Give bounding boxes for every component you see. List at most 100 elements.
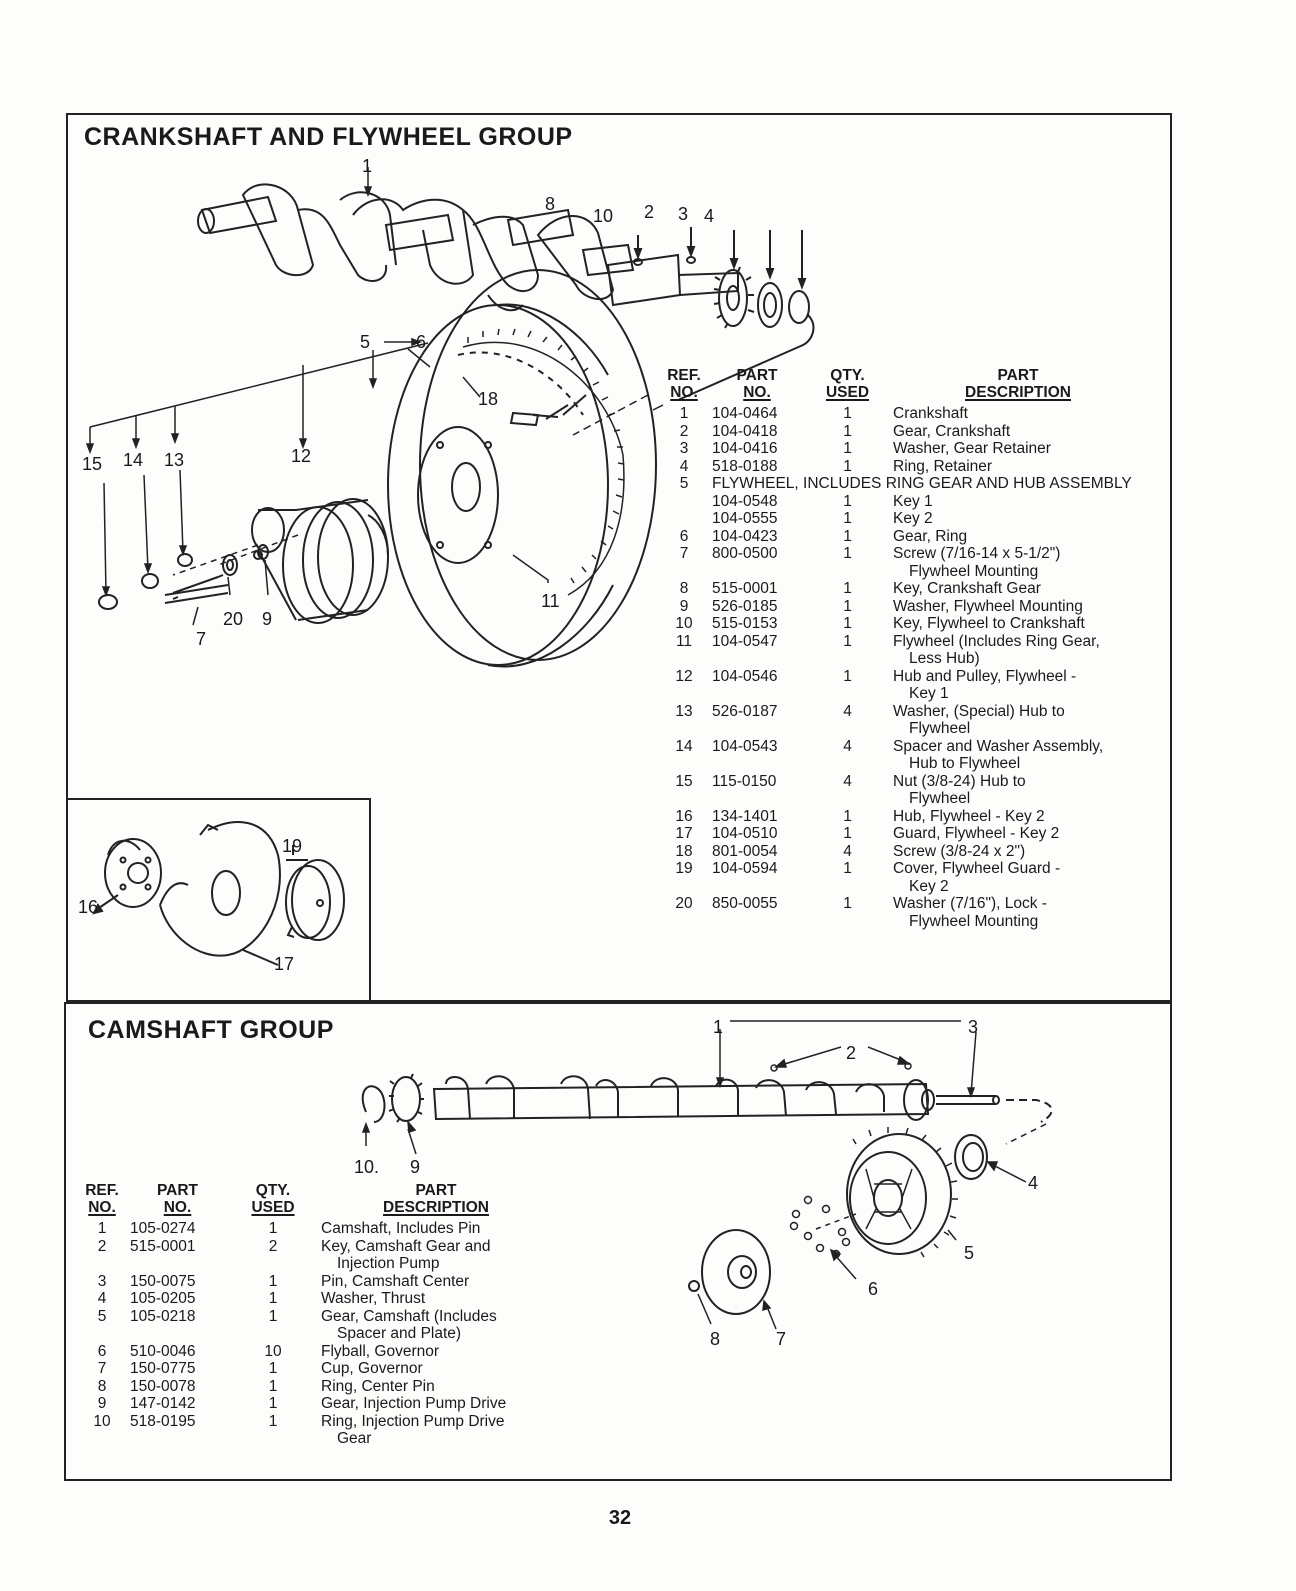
- description-line: Flywheel: [909, 790, 971, 807]
- part-no-cell: 515-0153: [712, 615, 778, 632]
- crankshaft-flywheel-panel: CRANKSHAFT AND FLYWHEEL GROUP: [66, 113, 1172, 1003]
- description-line: Flywheel Mounting: [909, 562, 1039, 580]
- header-qty: QTY.USED: [825, 367, 870, 401]
- cam-callout-5: 5: [964, 1243, 975, 1263]
- part-no-cell: 800-0500: [712, 545, 778, 562]
- qty-cell: 1: [843, 597, 852, 615]
- description-cell: Gear, Ring: [889, 528, 1147, 546]
- cam-callout-7: 7: [776, 1329, 787, 1349]
- cam-callout-2: 2: [846, 1043, 857, 1063]
- callout-11: 11: [541, 591, 560, 611]
- flywheel-drawing: [387, 269, 657, 668]
- description-cell: Guard, Flywheel - Key 2: [889, 825, 1147, 843]
- part-no-cell: 104-0464: [712, 405, 778, 422]
- flyballs-drawing: [770, 1062, 912, 1259]
- callout-5: 5: [360, 332, 371, 352]
- part-no-cell: 134-1401: [712, 807, 778, 825]
- description-cell: Ring, Retainer: [889, 458, 1147, 476]
- table-row: 14 104-0543 4 Spacer and Washer Assembly,Hu…: [660, 738, 1147, 773]
- ref-no-cell: 4: [97, 1290, 107, 1307]
- description-line: Key 1: [909, 685, 949, 702]
- ref-no-cell: 5: [97, 1307, 107, 1325]
- qty-cell: 1: [843, 667, 852, 685]
- part-no-cell: 105-0218: [130, 1307, 196, 1325]
- callout-10: 10: [593, 206, 614, 226]
- callout-8: 8: [545, 194, 556, 214]
- qty-cell: 4: [843, 737, 852, 755]
- page-number: 32: [608, 1507, 632, 1529]
- description-line: Flywheel (Includes Ring Gear,: [893, 632, 1100, 650]
- callout-14: 14: [123, 450, 144, 470]
- qty-cell: 1: [268, 1412, 278, 1430]
- callout-15: 15: [82, 454, 103, 474]
- description-line: Crankshaft: [893, 405, 968, 422]
- description-line: Guard, Flywheel - Key 2: [893, 825, 1060, 842]
- qty-cell: 1: [843, 457, 852, 475]
- ref-no-cell: [660, 493, 708, 511]
- part-no-cell: 104-0423: [712, 527, 778, 545]
- description-cell: Washer, Gear Retainer: [889, 440, 1147, 458]
- ref-no-cell: 7: [679, 545, 689, 562]
- callout-3: 3: [678, 204, 689, 224]
- callout-4: 4: [704, 206, 715, 226]
- ref-no-cell: 13: [675, 702, 693, 720]
- description-line: Gear, Ring: [893, 527, 968, 545]
- qty-cell: 10: [264, 1342, 282, 1360]
- part-no-cell: 104-0594: [712, 860, 778, 877]
- ref-no-cell: 9: [97, 1395, 107, 1412]
- description-cell: Camshaft, Includes Pin: [317, 1220, 555, 1238]
- description-cell: Hub, Flywheel - Key 2: [889, 808, 1147, 826]
- cam-callout-4: 4: [1028, 1173, 1039, 1193]
- ref-no-cell: 10: [93, 1412, 111, 1430]
- description-line: Washer, (Special) Hub to: [893, 702, 1065, 720]
- part-no-cell: 105-0205: [130, 1290, 196, 1307]
- ref-no-cell: 2: [679, 422, 689, 440]
- ref-no-cell: 17: [675, 825, 693, 842]
- part-no-cell: 515-0001: [130, 1237, 196, 1255]
- description-line: Hub to Flywheel: [909, 755, 1021, 772]
- flywheel-guard-drawing: [92, 821, 345, 966]
- part-no-cell: 104-0543: [712, 737, 778, 755]
- qty-cell: 1: [843, 860, 852, 877]
- qty-cell: 2: [268, 1237, 278, 1255]
- qty-cell: 1: [843, 510, 852, 527]
- description-line: Key, Crankshaft Gear: [893, 580, 1041, 597]
- description-line: Flyball, Governor: [321, 1342, 440, 1360]
- ref-no-cell: 18: [675, 842, 693, 860]
- crankshaft-drawing: [197, 183, 739, 312]
- ref-no-cell: 14: [675, 737, 693, 755]
- callout-7: 7: [196, 629, 207, 649]
- callout-16: 16: [78, 897, 99, 917]
- qty-cell: 4: [843, 842, 852, 860]
- ref-no-cell: 2: [97, 1237, 107, 1255]
- part-no-cell: 518-0195: [130, 1412, 196, 1430]
- callout-9: 9: [262, 609, 273, 629]
- cam-callout-9: 9: [410, 1157, 421, 1177]
- description-cell: Flywheel (Includes Ring Gear,Less Hub): [889, 633, 1147, 668]
- part-no-cell: 147-0142: [130, 1395, 196, 1412]
- qty-cell: 1: [843, 615, 852, 632]
- qty-cell: 1: [843, 440, 852, 457]
- qty-cell: 1: [843, 632, 852, 650]
- description-line: Spacer and Washer Assembly,: [893, 737, 1104, 755]
- callout-17: 17: [274, 954, 295, 974]
- description-line: Key, Flywheel to Crankshaft: [893, 615, 1085, 632]
- ref-no-cell: 9: [679, 597, 689, 615]
- description-line: Screw (3/8-24 x 2"): [893, 842, 1026, 860]
- cam-leader-lines: [361, 1020, 1047, 1330]
- camshaft-drawing: [432, 1075, 1053, 1123]
